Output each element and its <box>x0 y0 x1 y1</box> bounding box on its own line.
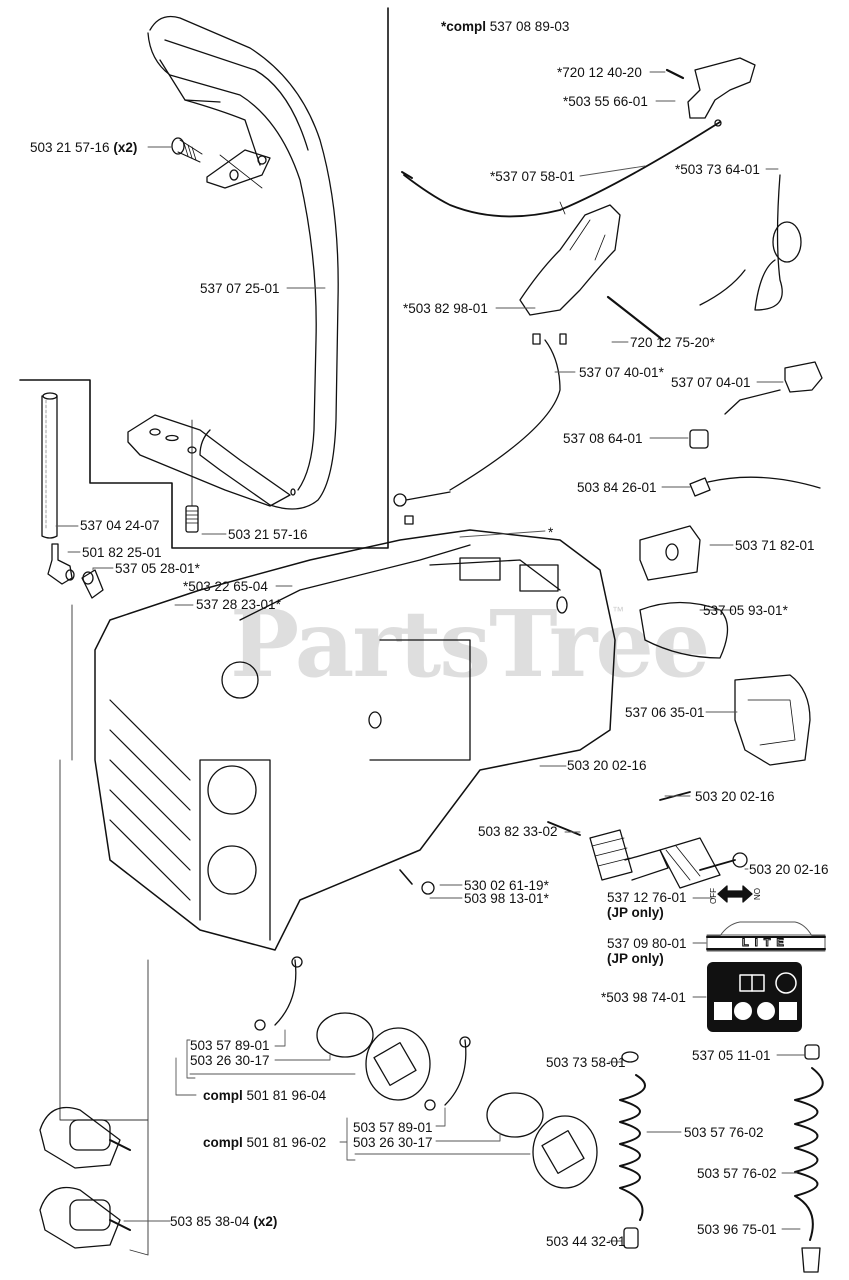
handle-bracket <box>206 149 271 189</box>
part-label-note: (JP only) <box>607 905 664 920</box>
lite-decal <box>706 921 826 952</box>
stop-switch <box>724 361 823 415</box>
part-label[interactable]: 503 26 30-17 <box>353 1135 433 1150</box>
handle-group-frame <box>19 7 389 549</box>
rocker-switch <box>639 525 701 581</box>
part-label[interactable]: *720 12 40-20 <box>557 65 642 80</box>
part-label[interactable]: 503 57 76-02 <box>684 1125 764 1140</box>
part-label-note: (JP only) <box>607 951 664 966</box>
part-label[interactable]: 503 26 30-17 <box>190 1053 270 1068</box>
bolt-top <box>171 137 203 163</box>
part-label[interactable]: 503 73 58-01 <box>546 1055 626 1070</box>
part-label[interactable]: *537 07 58-01 <box>490 169 575 184</box>
ignition-lead <box>689 476 821 497</box>
throttle-cable <box>401 119 722 218</box>
part-label[interactable]: compl 501 81 96-02 <box>203 1135 327 1150</box>
part-label[interactable]: 503 57 89-01 <box>353 1120 433 1135</box>
part-label[interactable]: 503 85 38-04 (x2) <box>170 1214 278 1229</box>
part-label[interactable]: 503 57 76-02 <box>697 1166 777 1181</box>
part-label[interactable]: 537 05 11-01 <box>692 1048 771 1063</box>
screw-530 <box>399 869 435 895</box>
part-label[interactable]: 503 96 75-01 <box>697 1222 777 1237</box>
leader-frame-left <box>59 604 149 1256</box>
on-off-arrow-decal <box>717 885 753 903</box>
part-label[interactable]: 501 82 25-01 <box>82 545 162 560</box>
grommet-square <box>689 429 709 449</box>
part-label[interactable]: 537 05 28-01* <box>115 561 200 576</box>
part-label[interactable]: 503 82 33-02 <box>478 824 558 839</box>
warning-decal <box>707 962 802 1032</box>
leader-lines <box>55 71 805 1242</box>
av-boot-2 <box>39 1186 131 1249</box>
part-label[interactable]: 537 12 76-01 <box>607 890 687 905</box>
part-label[interactable]: 530 02 61-19* <box>464 878 549 893</box>
throttle-trigger <box>665 57 756 119</box>
cap-1 <box>254 956 431 1101</box>
part-label[interactable]: 720 12 75-20* <box>630 335 715 350</box>
part-label[interactable]: 503 21 57-16 <box>228 527 308 542</box>
av-boot-1 <box>39 1106 131 1169</box>
part-label[interactable]: 537 28 23-01* <box>196 597 281 612</box>
part-label[interactable]: compl 501 81 96-04 <box>203 1088 327 1103</box>
part-label[interactable]: *503 55 66-01 <box>563 94 648 109</box>
part-label[interactable]: 503 84 26-01 <box>577 480 657 495</box>
lite-text: LITE <box>742 937 790 950</box>
part-label[interactable]: 537 07 04-01 <box>671 375 751 390</box>
part-label[interactable]: 503 71 82-01 <box>735 538 815 553</box>
torsion-spring <box>699 174 802 311</box>
rubber-plug <box>639 601 729 659</box>
front-handle-bar <box>127 15 339 510</box>
part-label[interactable]: 537 04 24-07 <box>80 518 160 533</box>
part-label[interactable]: 537 05 93-01* <box>703 603 788 618</box>
part-label[interactable]: 537 09 80-01 <box>607 936 687 951</box>
anti-vibe-element <box>547 791 748 889</box>
elbow-fitting <box>47 543 75 585</box>
part-label[interactable]: 503 21 57-16 (x2) <box>30 140 138 155</box>
stop-switch-wire <box>393 333 567 525</box>
throttle-lock <box>519 204 665 342</box>
hose-coil-1 <box>619 1051 646 1249</box>
switch-on-text: ON <box>752 888 761 900</box>
watermark-trademark: ™ <box>612 604 624 618</box>
part-label[interactable]: *compl 537 08 89-03 <box>441 19 570 34</box>
hose-coil-2 <box>794 1044 824 1273</box>
part-label[interactable]: 503 44 32-01 <box>546 1234 626 1249</box>
part-label[interactable]: 503 57 89-01 <box>190 1038 270 1053</box>
part-label[interactable]: *503 22 65-04 <box>183 579 268 594</box>
bolt-bottom <box>185 419 199 533</box>
switch-off-text: OFF <box>709 888 718 904</box>
part-label[interactable]: 503 20 02-16 <box>749 862 829 877</box>
main-chassis <box>94 529 616 951</box>
part-label[interactable]: 537 07 25-01 <box>200 281 280 296</box>
part-label[interactable]: 503 20 02-16 <box>567 758 647 773</box>
grommet-small <box>81 569 104 599</box>
part-label[interactable]: 537 06 35-01 <box>625 705 705 720</box>
cap-2 <box>424 1036 598 1189</box>
fuel-hose <box>41 392 58 539</box>
part-label[interactable]: *503 73 64-01 <box>675 162 760 177</box>
part-label[interactable]: *503 98 74-01 <box>601 990 686 1005</box>
part-label[interactable]: 537 08 64-01 <box>563 431 643 446</box>
cover-plate <box>734 674 811 766</box>
part-label[interactable]: * <box>548 525 554 540</box>
part-label[interactable]: 503 20 02-16 <box>695 789 775 804</box>
part-label[interactable]: 537 07 40-01* <box>579 365 664 380</box>
part-label[interactable]: 503 98 13-01* <box>464 891 549 906</box>
part-label[interactable]: *503 82 98-01 <box>403 301 488 316</box>
